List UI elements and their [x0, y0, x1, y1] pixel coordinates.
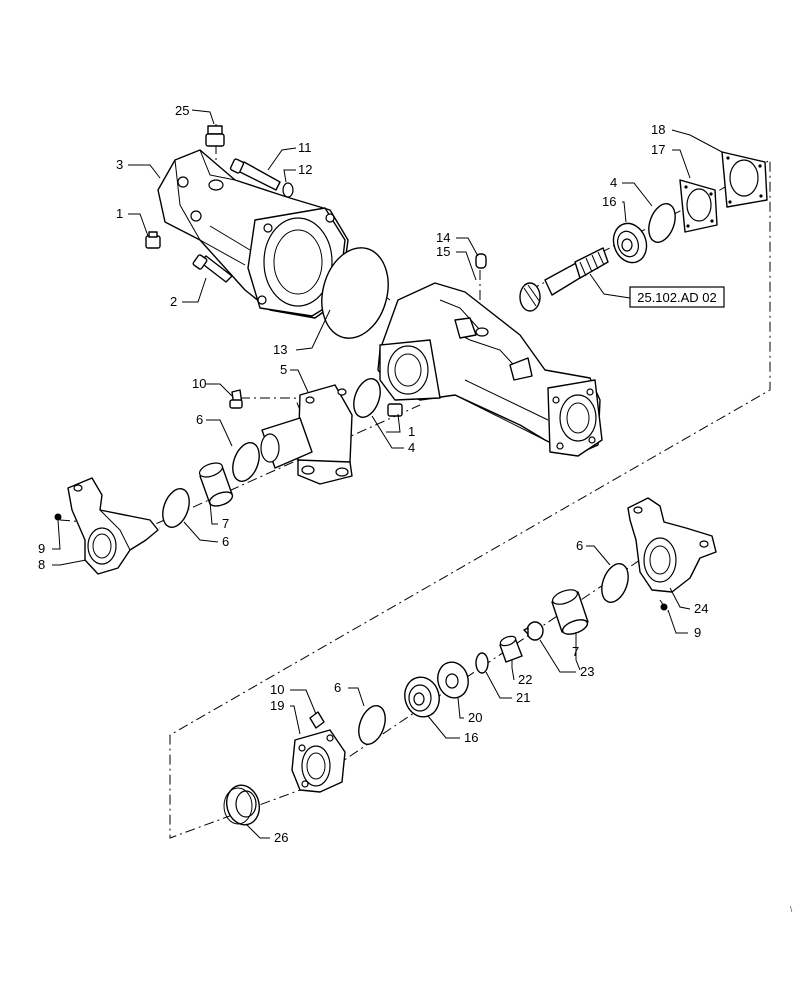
corner-mark: \ [790, 905, 793, 914]
part-7-bushing-right [551, 589, 589, 635]
part-10-bolt-lower [309, 711, 325, 729]
callout-18: 18 [651, 122, 665, 137]
part-13-o-ring [321, 247, 389, 339]
callout-20: 20 [468, 710, 482, 725]
callout-4-middle: 4 [408, 440, 415, 455]
part-6-o-ring-lower [358, 705, 386, 745]
callout-5: 5 [280, 362, 287, 377]
part-4-o-ring-upper [648, 203, 676, 243]
part-4-o-ring-middle [353, 378, 381, 418]
part-26-seal [223, 784, 260, 826]
callout-2: 2 [170, 294, 177, 309]
part-axle-housing [377, 282, 603, 457]
callout-4-upper: 4 [610, 175, 617, 190]
part-18-shim [721, 151, 768, 208]
leader-lines [52, 109, 723, 839]
part-19-cap [291, 729, 346, 793]
part-22-sleeve [499, 635, 523, 663]
callout-7-right: 7 [572, 644, 579, 659]
callout-labels: 25 3 11 12 1 2 13 14 15 18 17 4 16 10 5 … [38, 103, 708, 845]
callout-24: 24 [694, 601, 708, 616]
callout-10-lower: 10 [270, 682, 284, 697]
callout-23: 23 [580, 664, 594, 679]
part-21-snap-ring [475, 652, 489, 674]
part-14-dowel [475, 253, 487, 269]
callout-3: 3 [116, 157, 123, 172]
part-2-bolt [192, 254, 233, 283]
part-6-o-ring-upper [232, 442, 260, 482]
part-16-bearing-upper [612, 222, 648, 264]
callout-9-left: 9 [38, 541, 45, 556]
callout-6-right: 6 [576, 538, 583, 553]
callout-8: 8 [38, 557, 45, 572]
part-10-bolt-upper [229, 389, 243, 409]
callout-6-upper: 6 [196, 412, 203, 427]
part-11-bolt [229, 158, 281, 191]
callout-9-right: 9 [694, 625, 701, 640]
callout-12: 12 [298, 162, 312, 177]
part-20-spacer [437, 661, 469, 699]
part-17-shim [679, 179, 718, 233]
callout-1-right: 1 [408, 424, 415, 439]
cross-reference-label: 25.102.AD 02 [637, 290, 717, 305]
part-6-o-ring-left [162, 488, 190, 528]
callout-10-upper: 10 [192, 376, 206, 391]
part-9-fitting-left [54, 513, 62, 521]
part-9-fitting-right [660, 603, 668, 611]
part-25-plug [205, 125, 225, 147]
cross-reference-box[interactable]: 25.102.AD 02 [629, 286, 725, 308]
callout-6-lower: 6 [334, 680, 341, 695]
part-1-plug-left [145, 231, 161, 249]
part-8-knuckle-left [67, 477, 159, 575]
part-6-o-ring-right [601, 563, 629, 603]
part-1-plug-right [387, 403, 403, 417]
callout-6-left: 6 [222, 534, 229, 549]
part-pinion-shaft [519, 247, 609, 312]
callout-7-left: 7 [222, 516, 229, 531]
callout-22: 22 [518, 672, 532, 687]
part-24-knuckle-right [627, 497, 717, 593]
callout-25: 25 [175, 103, 189, 118]
callout-13: 13 [273, 342, 287, 357]
part-5-trunnion [260, 384, 353, 485]
callout-19: 19 [270, 698, 284, 713]
callout-1-left: 1 [116, 206, 123, 221]
callout-16-lower: 16 [464, 730, 478, 745]
callout-17: 17 [651, 142, 665, 157]
part-23-lock-washer [523, 621, 544, 641]
callout-14: 14 [436, 230, 450, 245]
callout-21: 21 [516, 690, 530, 705]
part-12-washer [282, 182, 294, 198]
callout-16-upper: 16 [602, 194, 616, 209]
part-7-bushing-left [198, 462, 234, 507]
callout-15: 15 [436, 244, 450, 259]
callout-26: 26 [274, 830, 288, 845]
callout-11: 11 [298, 140, 312, 155]
part-16-bearing-lower [404, 676, 440, 718]
